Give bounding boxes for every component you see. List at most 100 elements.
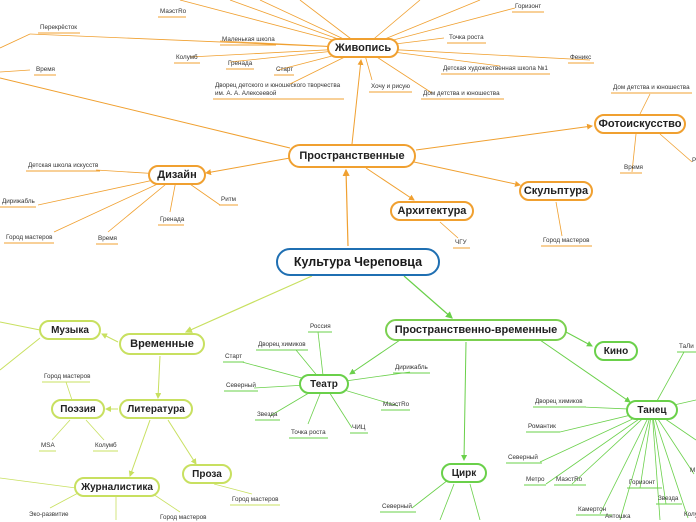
leaf-dom-detstva-f[interactable]: Дом детства и юношества: [613, 84, 690, 91]
leaf-gorod-s[interactable]: Город мастеров: [543, 237, 590, 244]
leaf-khochu[interactable]: Хочу и рисую: [371, 83, 410, 90]
leaf-gorod-zh[interactable]: Город мастеров: [160, 514, 207, 521]
leaf-start-t[interactable]: Старт: [225, 353, 243, 360]
node-prostranstvenno-vremennye[interactable]: Пространственно-временные: [385, 319, 567, 341]
link-poeziya-msa: [51, 419, 71, 441]
link-poeziya-kolumb: [85, 419, 105, 441]
link-literatura-zhurnalistika: [128, 419, 151, 477]
leaf-chgu[interactable]: ЧГУ: [455, 239, 467, 246]
node-skulptura[interactable]: Скульптура: [519, 181, 593, 201]
link-prostr-topleft: [0, 77, 291, 149]
leaf-dvorets-khimikov-tn[interactable]: Дворец химиков: [535, 398, 583, 405]
leaf-start-zh[interactable]: Старт: [276, 66, 294, 73]
node-teatr[interactable]: Театр: [299, 374, 349, 394]
node-poeziya[interactable]: Поэзия: [51, 399, 105, 419]
node-muzyka[interactable]: Музыка: [39, 320, 101, 340]
leaf-vremya-d[interactable]: Время: [98, 235, 117, 242]
leaf-kolumb-zh[interactable]: Колумб: [176, 54, 198, 61]
leaf-gorod-d[interactable]: Город мастеров: [6, 234, 53, 241]
link-tsirk-down2: [469, 483, 481, 520]
root-node[interactable]: Культура Череповца: [276, 248, 440, 276]
leaf-tochka-rosta-zh[interactable]: Точка роста: [449, 34, 484, 41]
link-literatura-proza: [167, 419, 197, 465]
link-root-prvr: [403, 275, 453, 319]
link-prostr-foto: [415, 123, 593, 151]
link-tl-2: [0, 69, 31, 73]
link-vremennye-literatura: [155, 355, 162, 399]
leaf-kamerton[interactable]: Камертон: [578, 506, 607, 513]
leaf-zvezda-t[interactable]: Звезда: [257, 411, 278, 418]
link-prvr-tanets: [539, 339, 631, 403]
leaf-eko[interactable]: Эко-развитие: [29, 511, 69, 518]
link-prostr-arkhitektura: [365, 167, 415, 201]
node-dizayn[interactable]: Дизайн: [148, 165, 206, 185]
node-vremennye[interactable]: Временные: [119, 333, 205, 355]
link-root-vremennye: [184, 275, 313, 333]
leaf-dirizhabl-d[interactable]: Дирижабль: [2, 198, 35, 205]
leaf-severnyy-tn[interactable]: Северный: [508, 454, 538, 461]
link-tanets-leaf-7: [651, 409, 695, 475]
leaf-romantik[interactable]: Романтик: [528, 423, 556, 430]
leaf-maestro-tn[interactable]: МаэстRo: [556, 476, 583, 483]
link-tanets-leaf-14: [651, 409, 661, 520]
leaf-gorizont-tn[interactable]: Горизонт: [629, 479, 656, 486]
leaf-grenada-d[interactable]: Гренада: [160, 216, 185, 223]
leaf-r-partial[interactable]: Р: [692, 157, 696, 164]
leaf-dvorets-khimikov-t[interactable]: Дворец химиков: [258, 341, 306, 348]
node-tsirk[interactable]: Цирк: [441, 463, 487, 483]
node-zhurnalistika[interactable]: Журналистика: [74, 477, 160, 497]
leaf-vremya-f[interactable]: Время: [624, 164, 643, 171]
leaf-malenkaya-shkola[interactable]: Маленькая школа: [222, 36, 275, 43]
node-prostranstvennye[interactable]: Пространственные: [288, 144, 416, 168]
link-prostr-zhivopis: [351, 59, 364, 145]
leaf-metro[interactable]: Метро: [526, 476, 545, 483]
leaf-msa[interactable]: MSA: [41, 442, 55, 449]
link-zhurn-eko: [49, 491, 81, 509]
leaf-kolumb-p[interactable]: Колумб: [95, 442, 117, 449]
leaf-severnyy-t[interactable]: Северный: [226, 382, 256, 389]
leaf-vremya-tl[interactable]: Время: [36, 66, 55, 73]
node-literatura[interactable]: Литература: [119, 399, 193, 419]
leaf-perekrestok[interactable]: Перекрёсток: [40, 24, 78, 31]
leaf-gorod-p[interactable]: Город мастеров: [44, 373, 91, 380]
leaf-talisman[interactable]: ТаЛи: [679, 343, 694, 350]
leaf-dvorets-2[interactable]: им. А. А. Алексеевой: [215, 90, 277, 97]
link-arkh-chgu: [439, 221, 459, 239]
leaf-dom-detstva-zh[interactable]: Дом детства и юношества: [423, 90, 500, 97]
leaf-rossiya[interactable]: Россия: [310, 323, 331, 330]
leaf-khud-shkola[interactable]: Детская художественная школа №1: [443, 65, 548, 72]
link-zhurn-left: [0, 477, 77, 489]
leaf-gorizont[interactable]: Горизонт: [515, 3, 542, 10]
leaf-antoshka[interactable]: Антошка: [605, 513, 631, 520]
leaf-severnyy-ts[interactable]: Северный: [382, 503, 412, 510]
leaf-kolumb-tn[interactable]: Колу: [684, 511, 696, 518]
link-prostr-skulptura: [413, 161, 521, 187]
leaf-dirizhabl-t[interactable]: Дирижабль: [395, 364, 428, 371]
link-prvr-kino: [565, 331, 593, 347]
node-proza[interactable]: Проза: [182, 464, 232, 484]
leaf-det-shkola-iskusstv[interactable]: Детская школа искусств: [28, 162, 99, 169]
leaf-dvorets-1[interactable]: Дворец детского и юношеского творчества: [215, 82, 341, 89]
leaf-gorod-pr[interactable]: Город мастеров: [232, 496, 279, 503]
leaf-maestro-top[interactable]: МаэстRo: [160, 8, 187, 15]
link-proza-gorod: [213, 483, 253, 495]
leaf-n-partial[interactable]: М: [690, 467, 696, 474]
link-prvr-tsirk: [461, 341, 468, 461]
leaf-chits[interactable]: ЧИЦ: [352, 424, 366, 431]
link-foto-r: [659, 133, 693, 163]
leaf-feniks[interactable]: Феникс: [570, 54, 592, 61]
leaf-zvezda-tn[interactable]: Звезда: [658, 495, 679, 502]
link-tanets-leaf-8: [651, 409, 667, 505]
link-tanets-leaf-11: [619, 409, 653, 520]
leaf-maestro-t[interactable]: МаэстRo: [383, 401, 410, 408]
node-kino[interactable]: Кино: [594, 341, 638, 361]
leaf-tochka-t[interactable]: Точка роста: [291, 429, 326, 436]
node-zhivopis[interactable]: Живопись: [327, 38, 399, 58]
link-root-prostr: [342, 168, 350, 247]
link-tsirk-severnyy: [411, 479, 449, 509]
node-tanets[interactable]: Танец: [626, 400, 678, 420]
leaf-grenada-zh[interactable]: Гренада: [228, 60, 253, 67]
leaf-ritmy[interactable]: Ритм: [221, 196, 236, 203]
node-arkhitektura[interactable]: Архитектура: [390, 201, 474, 221]
node-fotoiskusstvo[interactable]: Фотоискусство: [594, 114, 686, 134]
